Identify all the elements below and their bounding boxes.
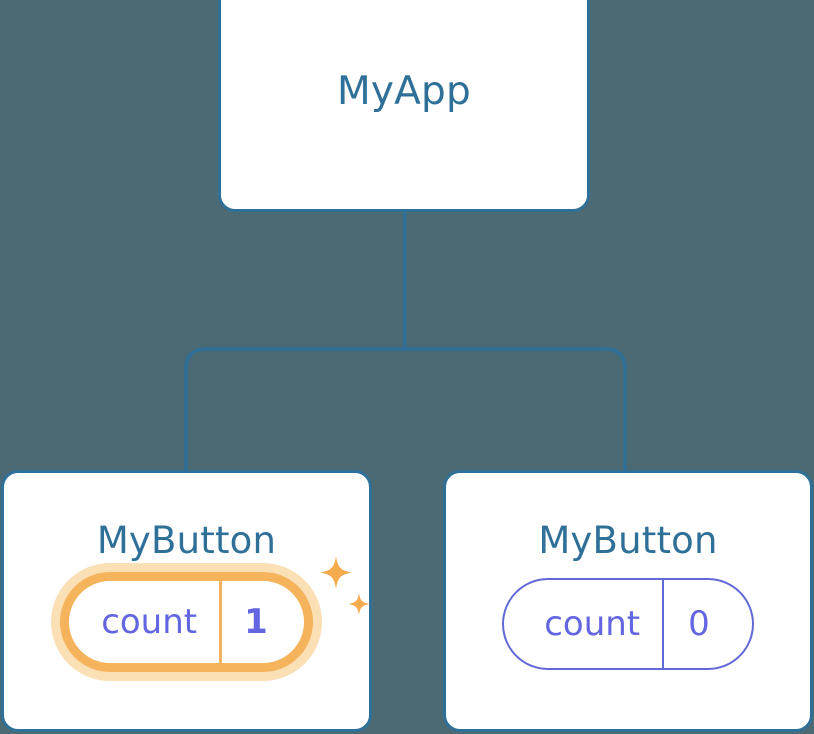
state-value-label: 0 — [662, 580, 752, 668]
child-node-right-title: MyButton — [538, 519, 718, 562]
state-key-label: count — [101, 602, 198, 642]
state-pill-count-highlighted[interactable]: count 1 — [60, 572, 313, 672]
child-node-left[interactable]: MyButton count 1 — [1, 470, 372, 732]
state-pill-count[interactable]: count 0 — [502, 578, 754, 670]
edge-root-to-left-child — [184, 347, 405, 474]
child-right-state-row: count 0 — [446, 578, 810, 670]
child-left-state-row: count 1 — [4, 572, 369, 672]
child-node-left-title: MyButton — [96, 519, 277, 562]
root-node-title: MyApp — [337, 69, 471, 114]
edge-root-to-right-child — [404, 347, 627, 474]
root-node[interactable]: MyApp — [218, 0, 590, 212]
state-key-label: count — [544, 604, 641, 644]
state-value-label: 1 — [219, 581, 304, 663]
child-node-right[interactable]: MyButton count 0 — [443, 470, 813, 732]
